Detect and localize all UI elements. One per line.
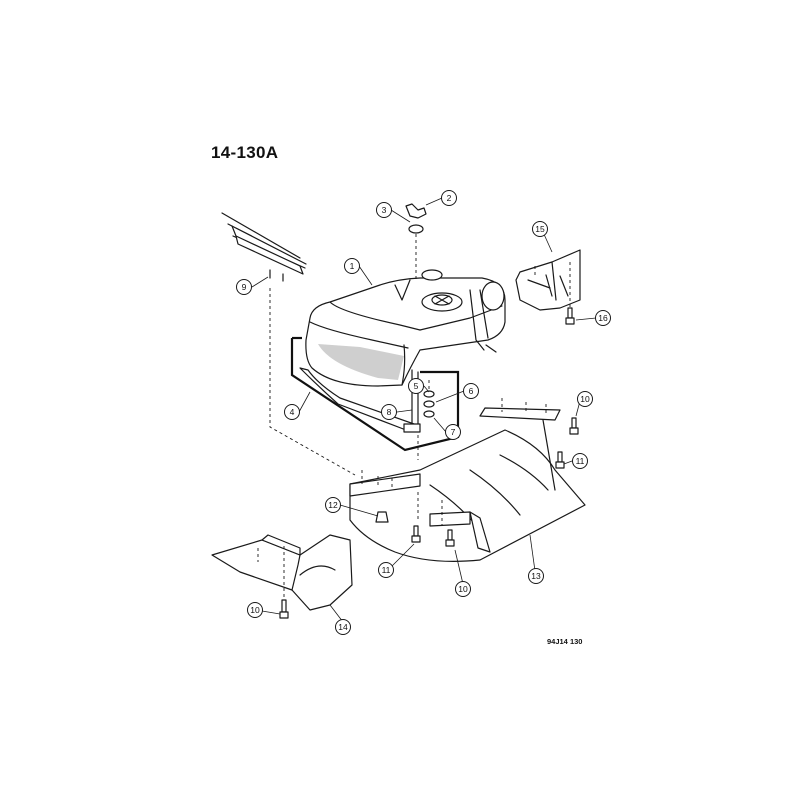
bolts [279, 307, 579, 619]
svg-text:6: 6 [469, 386, 474, 396]
callout-12: 12 [325, 497, 341, 513]
right-bracket [515, 249, 581, 311]
fuel-tank [305, 269, 506, 387]
svg-text:3: 3 [382, 205, 387, 215]
callout-7: 7 [445, 424, 461, 440]
svg-text:14: 14 [338, 622, 348, 632]
figure-title: 14-130A [211, 143, 279, 162]
callout-1: 1 [344, 258, 360, 274]
svg-text:8: 8 [387, 407, 392, 417]
callout-10-left: 10 [247, 602, 263, 618]
left-shield [211, 534, 353, 611]
callout-13: 13 [528, 568, 544, 584]
filler-cap [405, 203, 427, 282]
svg-text:12: 12 [328, 500, 338, 510]
callout-11-middle: 11 [378, 562, 394, 578]
callout-4: 4 [284, 404, 300, 420]
callouts: 1 2 3 4 5 6 7 8 9 10 10 10 11 11 12 13 1… [236, 190, 611, 635]
svg-text:5: 5 [414, 381, 419, 391]
svg-text:9: 9 [242, 282, 247, 292]
callout-16: 16 [595, 310, 611, 326]
svg-text:4: 4 [290, 407, 295, 417]
callout-3: 3 [376, 202, 392, 218]
svg-text:7: 7 [451, 427, 456, 437]
assembly-dash-lines [269, 288, 419, 476]
svg-text:10: 10 [580, 394, 590, 404]
svg-text:11: 11 [382, 565, 391, 575]
callout-8: 8 [381, 404, 397, 420]
callout-6: 6 [463, 383, 479, 399]
svg-text:1: 1 [350, 261, 355, 271]
svg-text:11: 11 [576, 456, 585, 466]
callout-2: 2 [441, 190, 457, 206]
frame-rail [221, 212, 307, 282]
svg-text:10: 10 [458, 584, 468, 594]
svg-text:10: 10 [250, 605, 260, 615]
washer-stack [423, 380, 435, 418]
svg-text:13: 13 [531, 571, 541, 581]
callout-10-middle: 10 [455, 581, 471, 597]
svg-text:16: 16 [598, 313, 608, 323]
callout-14: 14 [335, 619, 351, 635]
svg-text:15: 15 [535, 224, 545, 234]
callout-5: 5 [408, 378, 424, 394]
callout-15: 15 [532, 221, 548, 237]
callout-9: 9 [236, 279, 252, 295]
callout-10-right: 10 [577, 391, 593, 407]
callout-11-right: 11 [572, 453, 588, 469]
svg-text:2: 2 [447, 193, 452, 203]
skid-plate [349, 398, 586, 562]
figure-code: 94J14 130 [547, 637, 583, 646]
